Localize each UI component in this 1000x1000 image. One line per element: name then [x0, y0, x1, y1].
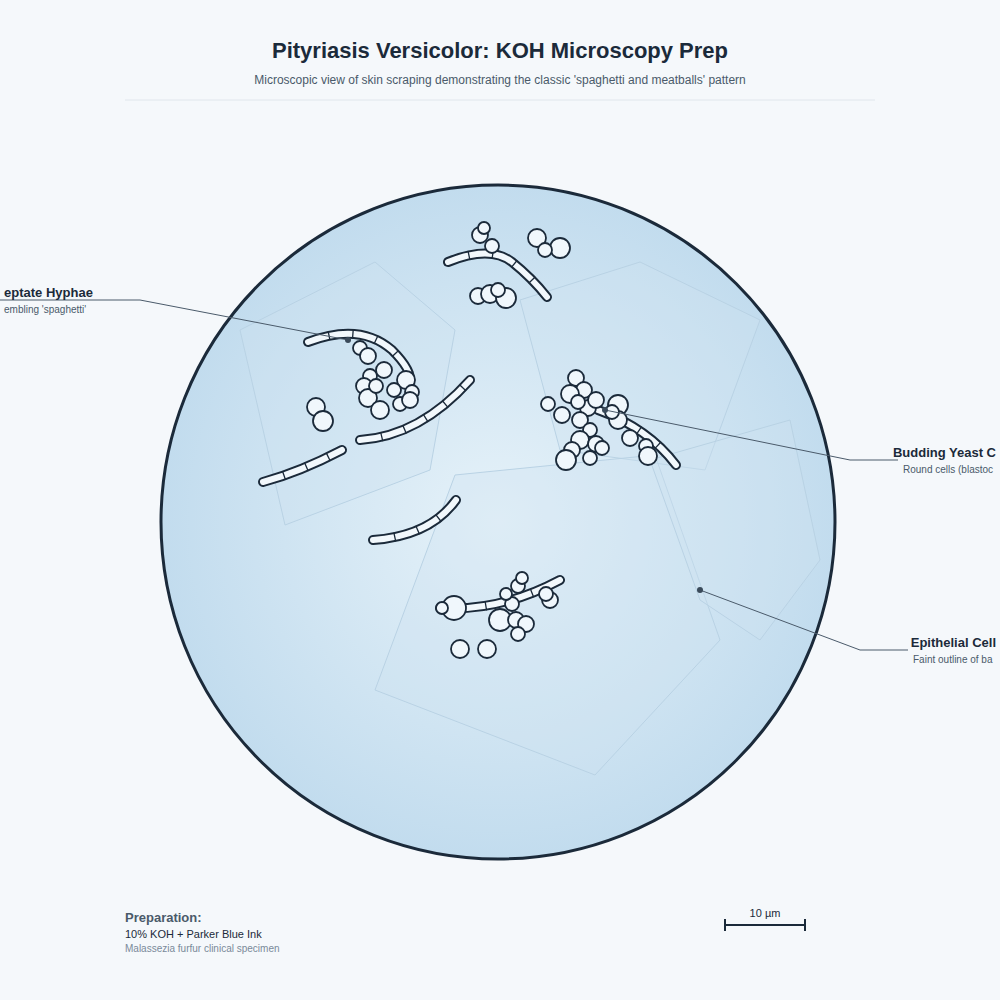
- yeast-cell: [539, 587, 553, 601]
- hypha-outline: [373, 500, 456, 540]
- yeast-cell: [538, 243, 552, 257]
- yeast-cell: [436, 602, 448, 614]
- septum: [328, 332, 330, 340]
- leader-dots: [345, 337, 703, 593]
- septum: [394, 533, 396, 541]
- yeast-cell: [387, 383, 401, 397]
- septum: [460, 385, 466, 391]
- septum: [436, 515, 441, 521]
- hypha-fill: [263, 450, 342, 482]
- header-rule: [125, 100, 875, 101]
- callout-note: Faint outline of ba: [913, 654, 993, 665]
- yeast-cell: [360, 348, 376, 364]
- hypha-fill: [360, 380, 470, 440]
- yeast-cell: [556, 450, 576, 470]
- yeast-cell: [371, 401, 389, 419]
- yeast-cell: [639, 447, 657, 465]
- septum: [327, 453, 331, 460]
- septum: [374, 336, 377, 343]
- yeast-cell: [583, 451, 597, 465]
- hypha-outline: [263, 450, 342, 482]
- yeast-cell: [491, 283, 505, 297]
- notes-line: Malassezia furfur clinical specimen: [125, 943, 280, 954]
- yeast-cell: [485, 239, 499, 253]
- septum: [529, 277, 535, 283]
- yeast-cell: [369, 379, 383, 393]
- field-of-view: [161, 185, 835, 859]
- yeast-cell: [595, 441, 609, 455]
- septum: [416, 526, 419, 533]
- hypha-outline: [448, 254, 547, 298]
- septum: [424, 415, 428, 422]
- yeast-cell: [478, 222, 490, 234]
- hypha-outline: [308, 334, 410, 382]
- yeast-cell: [313, 411, 333, 431]
- yeast-cell: [511, 627, 525, 641]
- yeast-cell: [500, 588, 512, 600]
- scale-bar: [725, 919, 805, 931]
- yeast-cell: [541, 397, 555, 411]
- septum: [392, 351, 398, 356]
- septum: [637, 427, 641, 434]
- septum: [655, 442, 660, 448]
- septum: [468, 251, 470, 259]
- scale-label: 10 µm: [750, 907, 781, 919]
- callout-title: Budding Yeast C: [893, 445, 996, 460]
- hypha-fill: [308, 334, 410, 382]
- septate-hyphae: [263, 250, 676, 612]
- diagram-title: Pityriasis Versicolor: KOH Microscopy Pr…: [272, 38, 728, 64]
- hypha-outline: [360, 380, 470, 440]
- yeast-cell: [571, 395, 585, 409]
- septum: [305, 463, 308, 470]
- notes-heading: Preparation:: [125, 910, 202, 925]
- septum: [352, 330, 354, 338]
- field-border: [161, 185, 835, 859]
- septum: [512, 261, 517, 267]
- yeast-cell: [554, 407, 570, 423]
- septum: [485, 602, 486, 610]
- callout-title: eptate Hyphae: [4, 285, 93, 300]
- notes-line: 10% KOH + Parker Blue Ink: [125, 928, 262, 940]
- yeast-cell: [550, 238, 570, 258]
- septum: [381, 433, 383, 441]
- diagram-caption: Microscopic view of skin scraping demons…: [254, 73, 745, 87]
- yeast-cell: [402, 392, 418, 408]
- yeast-cell: [478, 640, 496, 658]
- yeast-cell: [516, 572, 528, 584]
- hypha-fill: [448, 254, 547, 298]
- septum: [403, 426, 406, 433]
- yeast-cell: [451, 640, 469, 658]
- septum: [283, 472, 286, 480]
- septum: [531, 589, 534, 596]
- leader-lines: [0, 300, 908, 650]
- hypha-fill: [373, 500, 456, 540]
- callout-note: Round cells (blastoc: [903, 464, 993, 475]
- callout-title: Epithelial Cell: [911, 635, 996, 650]
- epithelial-cells: [240, 262, 820, 775]
- yeast-cell: [622, 430, 638, 446]
- callout-note: embling 'spaghetti': [4, 304, 86, 315]
- yeast-cells: [307, 222, 657, 658]
- yeast-cell: [588, 392, 604, 408]
- yeast-cell: [376, 362, 392, 378]
- septum: [443, 401, 448, 407]
